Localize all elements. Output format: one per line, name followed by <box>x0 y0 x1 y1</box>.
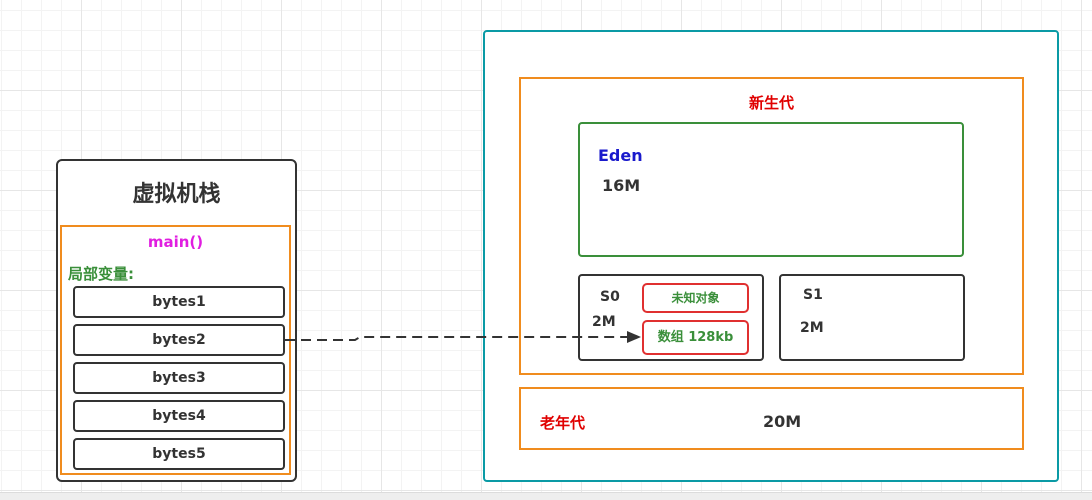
local-variable-slot-bytes5: bytes5 <box>73 438 285 470</box>
survivor-s0-label: S0 <box>600 289 620 305</box>
local-variable-slot-bytes3: bytes3 <box>73 362 285 394</box>
bottom-scrollbar-area <box>0 492 1092 500</box>
eden-space-box: Eden 16M <box>578 122 964 257</box>
frame-method-name: main() <box>147 233 204 251</box>
old-generation-box: 老年代 20M <box>519 387 1024 450</box>
survivor-s1-box: S1 2M <box>779 274 965 361</box>
local-variable-slot-bytes2: bytes2 <box>73 324 285 356</box>
array-object-box: 数组 128kb <box>642 320 749 355</box>
young-generation-label: 新生代 <box>748 94 794 112</box>
eden-label: Eden <box>598 146 643 165</box>
local-variables-label: 局部变量: <box>68 265 134 283</box>
old-generation-size: 20M <box>763 412 802 431</box>
local-variable-slot-bytes1: bytes1 <box>73 286 285 318</box>
unknown-object-box: 未知对象 <box>642 283 749 313</box>
old-generation-label: 老年代 <box>540 414 586 432</box>
survivor-s0-size: 2M <box>592 314 616 330</box>
vm-stack-title: 虚拟机栈 <box>132 182 221 207</box>
survivor-s1-label: S1 <box>803 287 823 303</box>
survivor-s1-size: 2M <box>800 320 824 336</box>
local-variable-slot-bytes4: bytes4 <box>73 400 285 432</box>
eden-size: 16M <box>602 176 641 195</box>
